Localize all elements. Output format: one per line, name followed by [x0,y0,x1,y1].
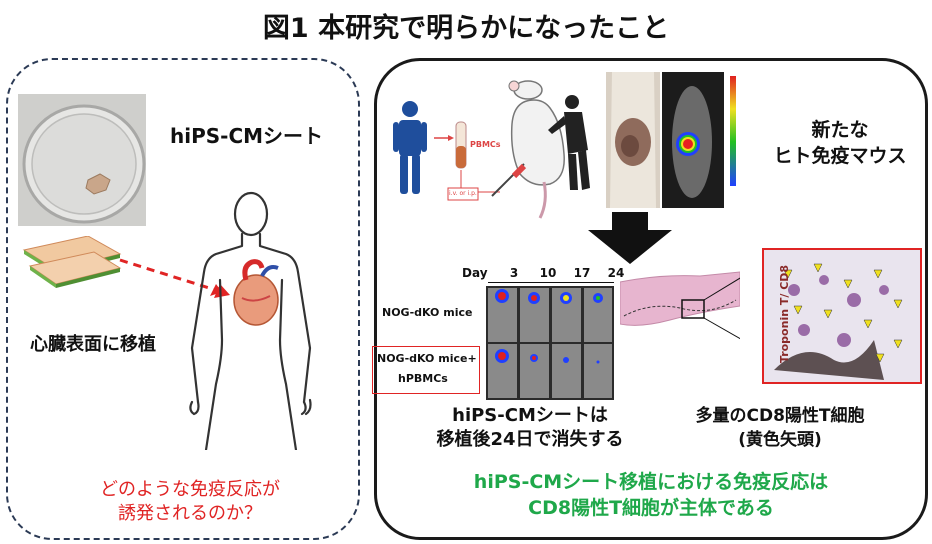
left-panel [6,58,360,540]
human-body-icon [189,191,312,450]
transplant-label: 心臓表面に移植 [30,334,156,355]
conclusion-line2: CD8陽性T細胞が主体である [528,497,774,519]
signal-spot [495,289,603,364]
pbmc-tube-icon [434,121,500,201]
question-line2: 誘発されるのか？ [118,503,262,524]
histology-section [620,271,740,340]
day-header: Day [462,266,488,280]
result1-line1: hiPS-CMシートは [452,405,608,426]
conclusion-line1: hiPS-CMシート移植における免疫反応は [473,471,829,493]
day-label: 10 [539,266,557,280]
bioluminescence-image [662,72,724,208]
cell-sheet-icon [22,236,122,288]
row1-label: NOG-dKO mice [382,306,473,319]
human-donor-icon [393,101,427,194]
color-scale-bar [730,76,736,186]
mouse-photo [606,72,660,208]
sheet-label: hiPS-CMシート [170,124,324,148]
day-label: 17 [573,266,591,280]
page-title: 図1 本研究で明らかになったこと [262,13,670,44]
mouse-label-line2: ヒト免疫マウス [773,145,907,167]
imaging-grid [486,286,614,400]
stain-image [762,248,922,384]
mouse-researcher-icon [491,80,590,219]
petri-dish-photo [18,94,146,226]
heart-icon [233,259,279,326]
row2-label-box [372,346,480,394]
day-label: 3 [509,266,519,280]
down-arrow-icon [588,212,672,264]
row2-label-line1: NOG-dKO mice+ [377,352,477,365]
transplant-arrow [119,258,230,298]
injection-label: i.v. or i.p. [449,190,477,197]
mouse-label-line1: 新たな [811,119,869,141]
pbmcs-label: PBMCs [470,140,501,149]
result1-line2: 移植後24日で消失する [436,429,624,450]
row2-label-line2: hPBMCs [398,372,448,385]
result2-line1: 多量のCD8陽性T細胞 [695,406,865,426]
day-header-rule [488,282,614,283]
stain-label: Troponin T/ CD8 [778,264,791,364]
question-line1: どのような免疫反応が [100,479,280,500]
result2-line2: (黄色矢頭) [738,430,822,450]
right-panel [374,58,928,540]
day-label: 24 [607,266,625,280]
